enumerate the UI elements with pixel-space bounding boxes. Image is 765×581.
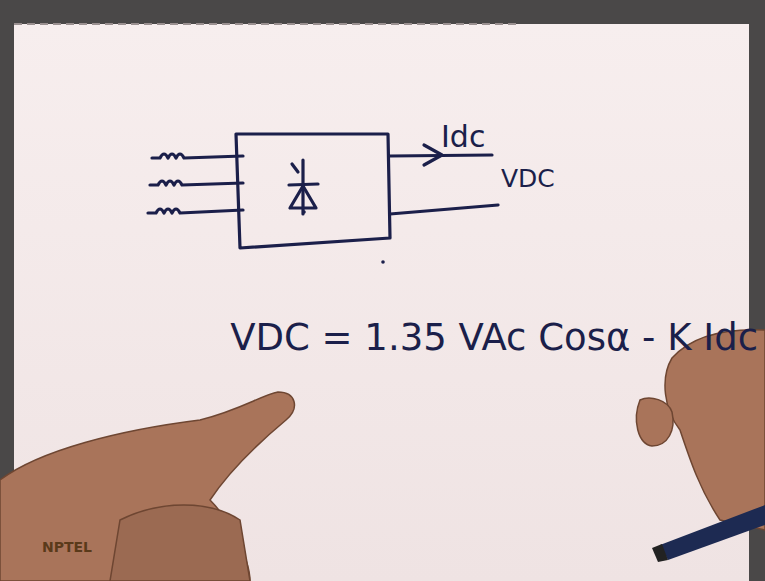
ink-dot (302, 210, 306, 214)
voltage-label: VDC (501, 165, 555, 193)
thyristor-gate (292, 164, 298, 172)
converter-box (236, 134, 390, 248)
ac-input-coil (152, 154, 243, 158)
ink-dot (381, 260, 385, 264)
dc-output-wire (390, 205, 498, 214)
thyristor-symbol (289, 184, 318, 185)
current-arrow (424, 145, 442, 165)
ac-input-coil (150, 181, 243, 185)
ac-input-coil (148, 209, 243, 213)
current-label: Idc (441, 120, 485, 153)
presenter-hand (636, 330, 765, 530)
thyristor-symbol (290, 186, 316, 208)
equation: VDC = 1.35 VAc Cosα - K Idc (230, 318, 758, 359)
logo-text: NPTEL (42, 540, 92, 555)
marker-pen (652, 505, 765, 562)
presenter-hand (0, 392, 294, 581)
paper-edge (14, 23, 520, 25)
